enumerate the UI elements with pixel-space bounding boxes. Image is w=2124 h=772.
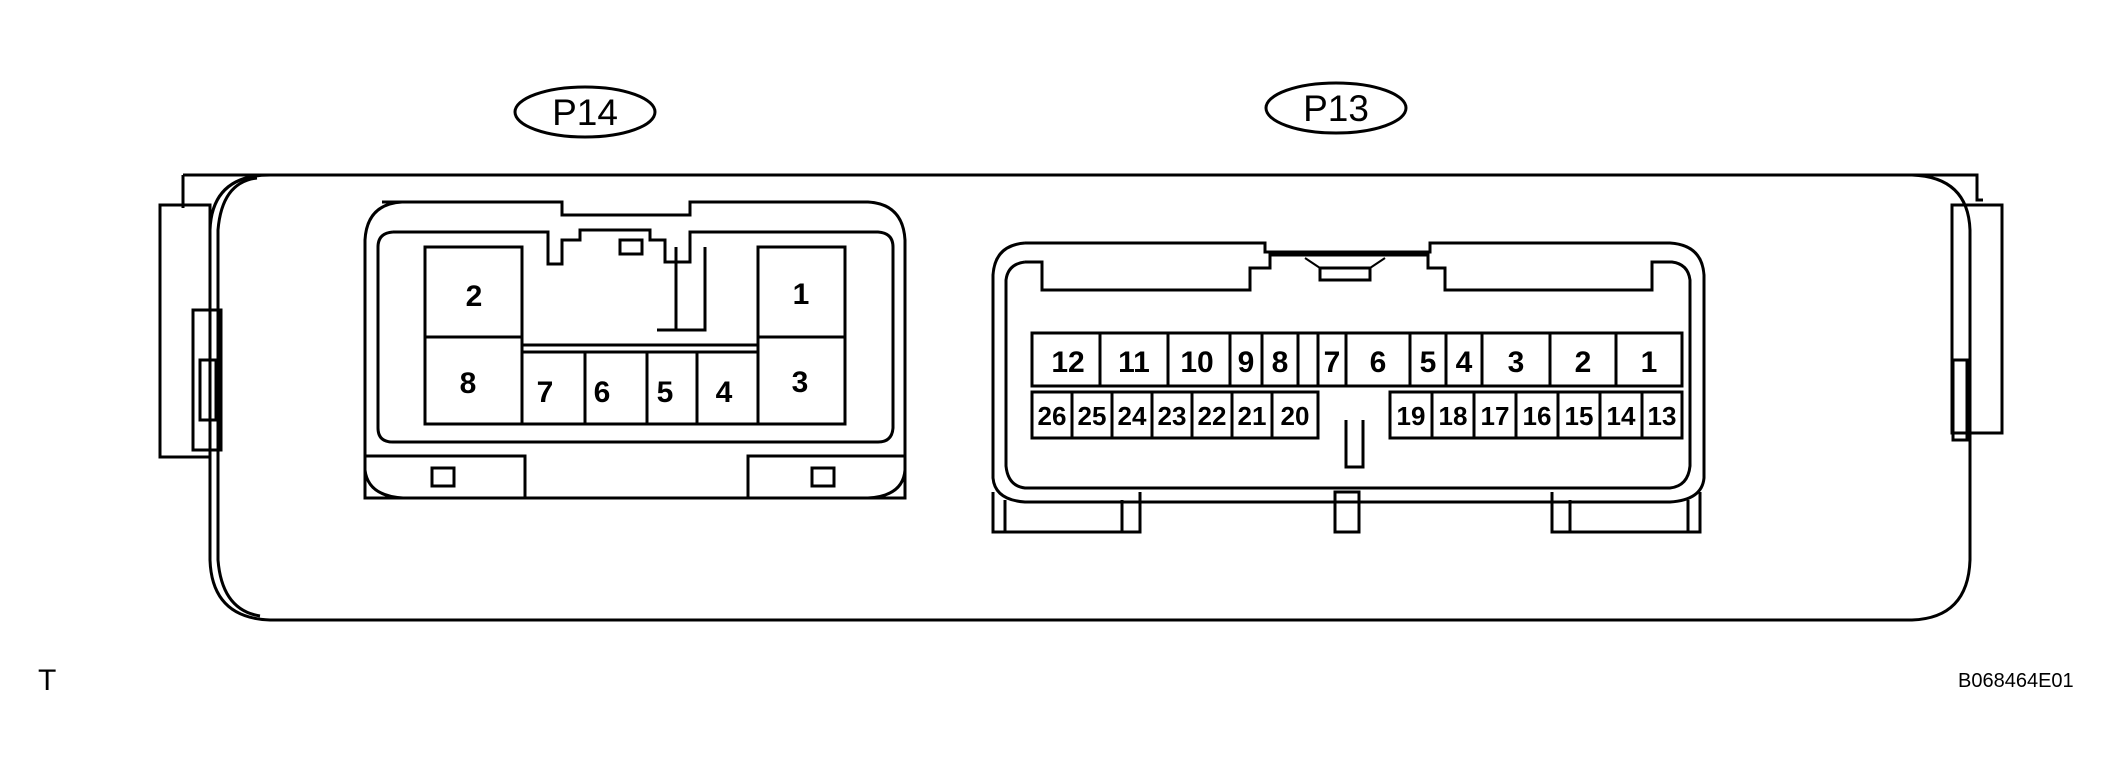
p13-pin-26: 26 — [1038, 401, 1067, 431]
p13-pin-1: 1 — [1641, 346, 1658, 379]
p13-pin-11: 11 — [1118, 346, 1150, 379]
p13-pin-4: 4 — [1456, 346, 1473, 379]
ecu-housing — [158, 173, 2004, 622]
p14-pin-7: 7 — [537, 376, 554, 409]
p13-pin-7: 7 — [1324, 346, 1341, 379]
p13-pin-18: 18 — [1439, 401, 1468, 431]
p13-pin-13: 13 — [1648, 401, 1677, 431]
p13-label: P13 — [1303, 88, 1369, 129]
figure-code: B068464E01 — [1958, 670, 2074, 692]
p13-pin-25: 25 — [1078, 401, 1107, 431]
p13-pin-23: 23 — [1158, 401, 1187, 431]
p13-pin-19: 19 — [1397, 401, 1426, 431]
p14-pin-8: 8 — [460, 367, 477, 400]
p13-pin-15: 15 — [1565, 401, 1594, 431]
p14-pin-4: 4 — [716, 376, 733, 409]
p13-pin-14: 14 — [1607, 401, 1636, 431]
p13-pin-17: 17 — [1481, 401, 1510, 431]
p13-pin-21: 21 — [1238, 401, 1267, 431]
p13-pin-10: 10 — [1180, 346, 1213, 379]
p13-connector: 12 11 10 9 8 7 6 5 4 3 2 1 26 25 24 23 2… — [991, 241, 1706, 534]
corner-letter: T — [38, 664, 57, 697]
p14-pin-1: 1 — [793, 278, 810, 311]
p14-pin-2: 2 — [466, 280, 483, 313]
p14-connector: 2 1 8 7 6 5 4 3 — [363, 200, 907, 500]
p13-pin-22: 22 — [1198, 401, 1227, 431]
p13-pin-6: 6 — [1370, 346, 1387, 379]
p13-pin-3: 3 — [1508, 346, 1525, 379]
p14-label-group: P14 — [513, 85, 657, 139]
p13-pin-8: 8 — [1272, 346, 1289, 379]
p13-pin-5: 5 — [1420, 346, 1437, 379]
p14-label: P14 — [552, 92, 618, 133]
p13-pin-2: 2 — [1575, 346, 1592, 379]
p13-pin-16: 16 — [1523, 401, 1552, 431]
p13-pin-9: 9 — [1238, 346, 1255, 379]
p13-pin-20: 20 — [1281, 401, 1310, 431]
p14-pin-6: 6 — [594, 376, 611, 409]
p13-pin-12: 12 — [1051, 346, 1084, 379]
p14-pin-5: 5 — [657, 376, 674, 409]
p13-pin-24: 24 — [1118, 401, 1147, 431]
p13-label-group: P13 — [1264, 81, 1408, 135]
p14-pin-3: 3 — [792, 366, 809, 399]
